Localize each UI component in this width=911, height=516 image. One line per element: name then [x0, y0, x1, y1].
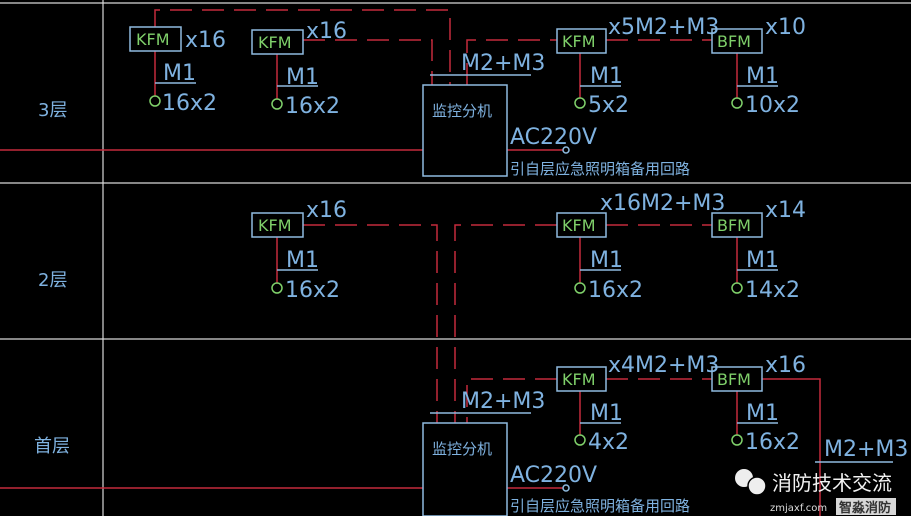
- device-type: KFM: [562, 216, 596, 235]
- device-type: BFM: [717, 216, 751, 235]
- lamp-icon: [149, 95, 161, 107]
- monitor-unit-box: [422, 84, 508, 177]
- power-label: AC220V: [510, 463, 597, 488]
- device-count: x16M2+M3: [600, 191, 725, 216]
- floor-label-2: 2层: [38, 270, 67, 291]
- kfm-box: [129, 26, 182, 52]
- lamp-count: 4x2: [588, 430, 629, 455]
- lamp-icon: [271, 98, 283, 110]
- lamp-count: 16x2: [162, 91, 217, 116]
- lamp-count: 5x2: [588, 93, 629, 118]
- power-source-label: 引自层应急照明箱备用回路: [510, 497, 690, 515]
- lamp-count: 14x2: [745, 278, 800, 303]
- lamp-icon: [731, 97, 743, 109]
- cable-label: M1: [590, 248, 623, 273]
- bfm-box: [711, 28, 763, 54]
- watermark: 消防技术交流 智淼消防 zmjaxf.com: [735, 469, 896, 516]
- bus-label: M2+M3: [461, 51, 545, 76]
- device-type: BFM: [717, 32, 751, 51]
- kfm-box: [556, 28, 607, 54]
- cable-label: M1: [746, 401, 779, 426]
- device-type: KFM: [562, 370, 596, 389]
- wiring: [0, 9, 821, 516]
- device-count: x16: [765, 353, 806, 378]
- bfm-box: [711, 212, 763, 238]
- cable-label: M1: [590, 401, 623, 426]
- device-count: x16: [185, 28, 226, 53]
- lamp-icon: [574, 97, 586, 109]
- kfm-box: [556, 366, 607, 392]
- lamp-count: 16x2: [285, 278, 340, 303]
- device-count: x5M2+M3: [608, 15, 719, 40]
- cable-label: M1: [286, 248, 319, 273]
- floor-label-3: 3层: [38, 100, 67, 121]
- lamp-count: 10x2: [745, 93, 800, 118]
- device-count: x4M2+M3: [608, 353, 719, 378]
- cable-label: M1: [746, 64, 779, 89]
- watermark-logo: 智淼消防: [839, 500, 891, 516]
- terminal-icon: [562, 484, 570, 492]
- device-type: BFM: [717, 370, 751, 389]
- device-type: KFM: [258, 33, 292, 52]
- lamp-icon: [271, 282, 283, 294]
- power-label: AC220V: [510, 125, 597, 150]
- device-count: x10: [765, 15, 806, 40]
- terminal-icon: [562, 146, 570, 154]
- kfm-box: [251, 212, 304, 238]
- lamp-icon: [574, 434, 586, 446]
- device-type: KFM: [562, 32, 596, 51]
- watermark-text: 消防技术交流: [772, 471, 892, 495]
- device-count: x16: [306, 19, 347, 44]
- monitor-unit-box: [422, 422, 508, 516]
- lamp-count: 16x2: [285, 94, 340, 119]
- kfm-box: [556, 212, 607, 238]
- device-type: KFM: [136, 30, 170, 49]
- lamp-icon: [731, 434, 743, 446]
- device-count: x14: [765, 198, 806, 223]
- device-count: x16: [306, 198, 347, 223]
- power-source-label: 引自层应急照明箱备用回路: [510, 160, 690, 178]
- device-type: KFM: [258, 216, 292, 235]
- floor-label-1: 首层: [34, 436, 70, 457]
- cable-label: M1: [746, 248, 779, 273]
- lamp-count: 16x2: [588, 278, 643, 303]
- lamp-count: 16x2: [745, 430, 800, 455]
- bus-out-label: M2+M3: [824, 437, 908, 462]
- lamp-icon: [574, 282, 586, 294]
- kfm-box: [251, 29, 304, 55]
- bus-label: M2+M3: [461, 389, 545, 414]
- bfm-box: [711, 366, 763, 392]
- watermark-site: zmjaxf.com: [770, 503, 827, 514]
- cable-label: M1: [163, 61, 196, 86]
- monitor-unit-label: 监控分机: [432, 440, 492, 458]
- cable-label: M1: [590, 64, 623, 89]
- lamp-icon: [731, 282, 743, 294]
- monitor-unit-label: 监控分机: [432, 102, 492, 120]
